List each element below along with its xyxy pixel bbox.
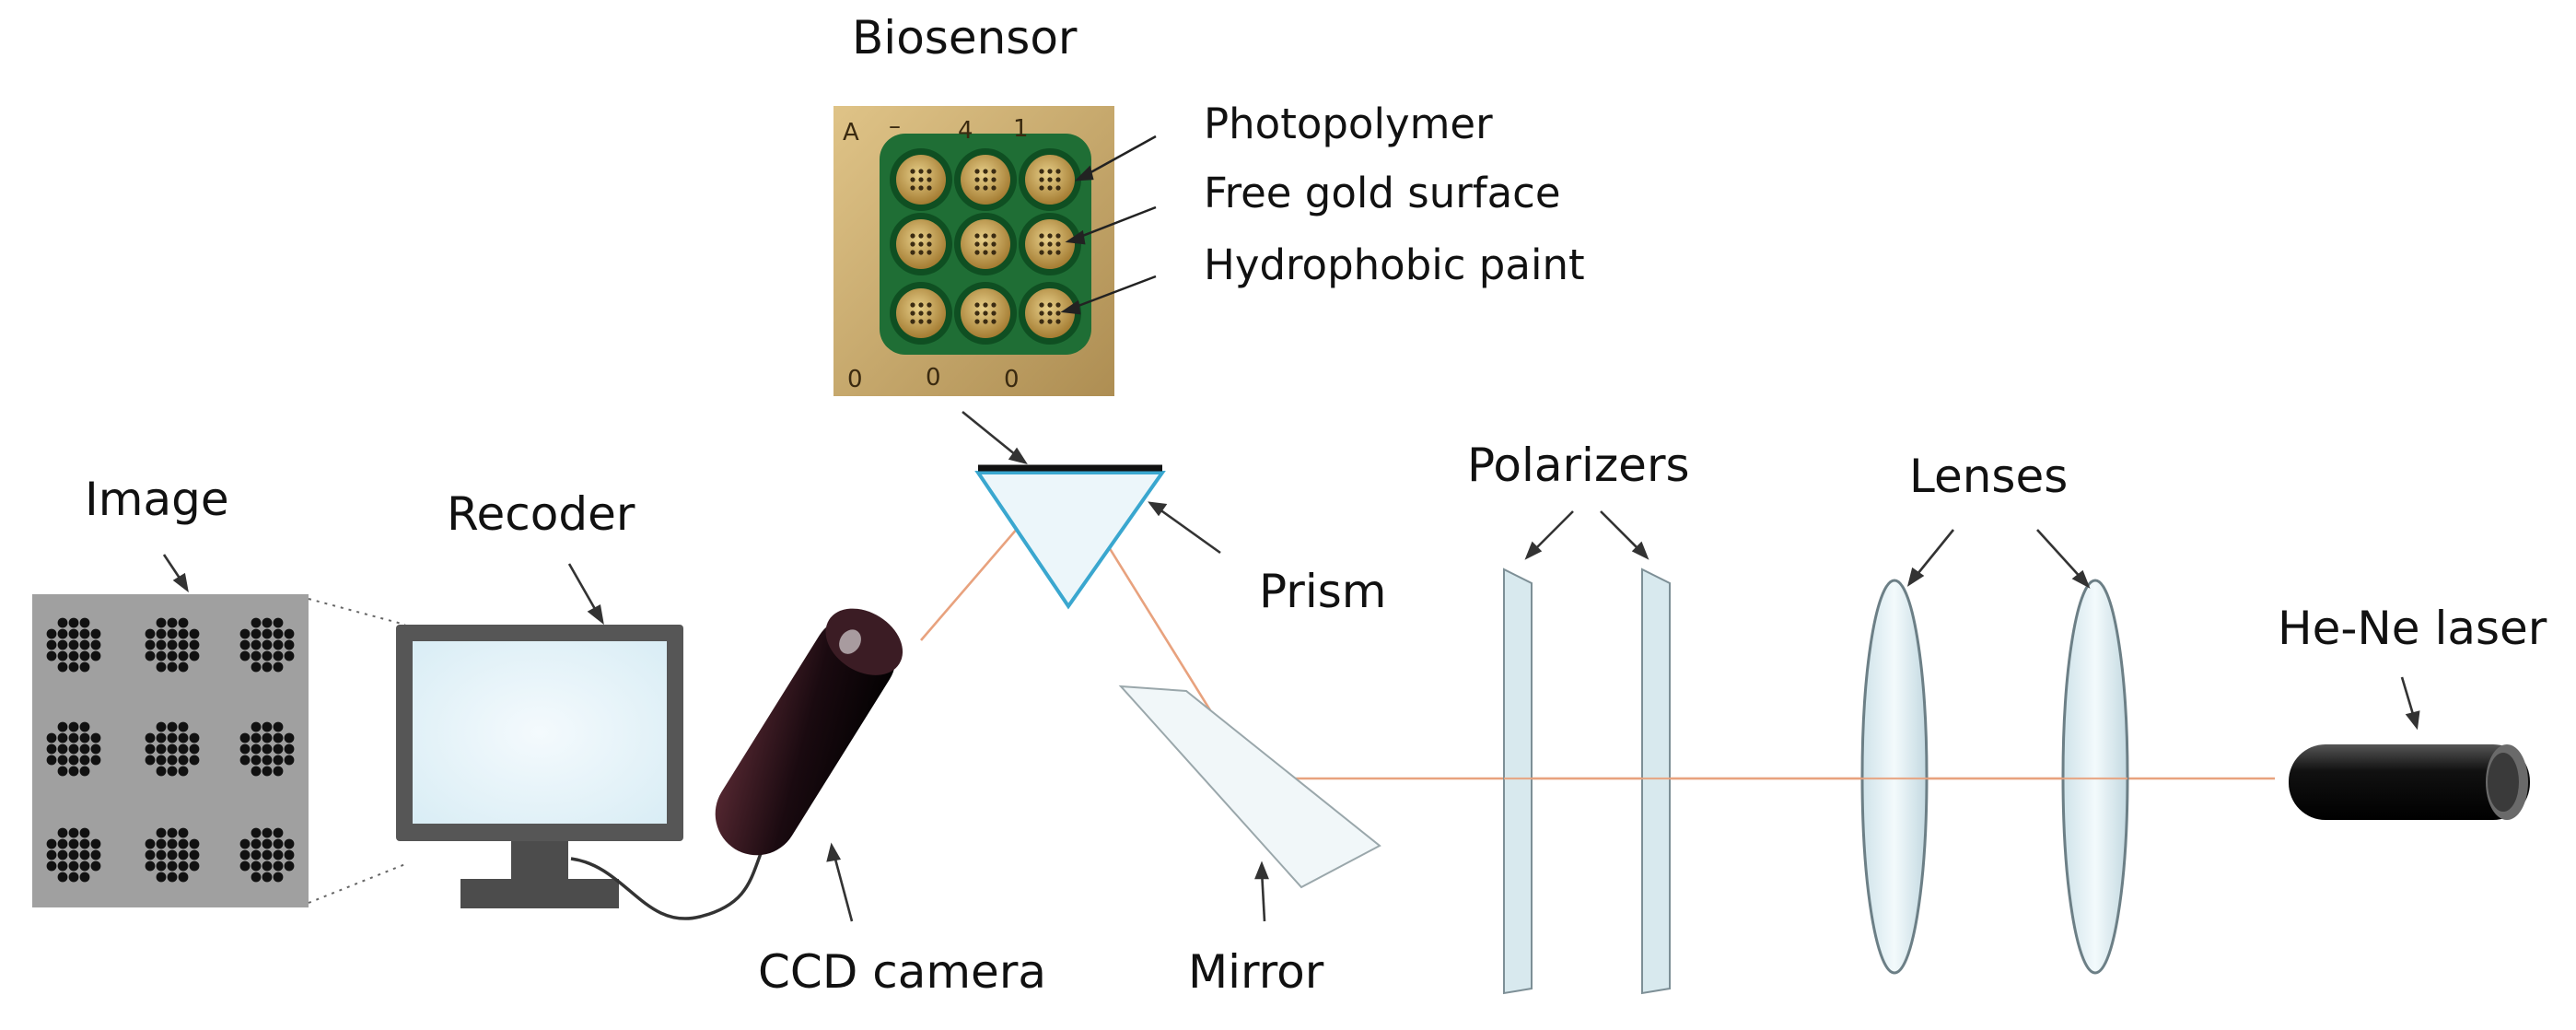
label-arrows [162,410,2420,922]
mirror-icon [1118,685,1381,889]
chip-well [890,282,952,345]
chip-wells [890,148,1081,345]
chip-mark: – [889,112,901,140]
spot-cluster [239,721,295,777]
spot-array [46,617,295,883]
lens-icon [1860,579,2129,975]
label-biosensor: Biosensor [852,11,1078,64]
spot-cluster [46,721,101,777]
label-polarizers: Polarizers [1467,439,1690,492]
laser-icon [2289,744,2530,820]
ccd-camera-icon [715,608,903,856]
prism-icon [974,464,1166,610]
chip-mark: 0 [1004,366,1020,393]
chip-well [954,213,1017,275]
chip-well [890,148,952,211]
chip-well [890,213,952,275]
chip-well [954,282,1017,345]
chip-mark: 4 [958,117,973,145]
chip-mark: A [843,119,859,146]
biosensor-chip-photo: A – 4 1 0 0 0 [833,106,1114,396]
label-recoder: Recoder [447,487,635,541]
chip-well [1019,148,1081,211]
label-mirror: Mirror [1188,945,1324,999]
label-hydrophobic-paint: Hydrophobic paint [1204,240,1585,289]
spot-cluster [145,721,200,777]
polarizer-icon [1503,568,1671,995]
label-free-gold-surface: Free gold surface [1204,169,1561,217]
label-image: Image [85,473,229,526]
label-prism: Prism [1259,565,1387,618]
chip-markings: A – 4 1 0 0 0 [843,112,1029,393]
chip-mark: 0 [847,366,863,393]
chip-well [1019,282,1081,345]
chip-well [1019,213,1081,275]
label-photopolymer: Photopolymer [1204,99,1493,148]
spot-cluster [239,617,295,673]
chip-well [954,148,1017,211]
label-ccd-camera: CCD camera [758,945,1047,999]
spot-cluster [46,827,101,883]
ccd-image-panel [32,594,309,907]
monitor-icon [396,625,771,920]
chip-mark: 1 [1013,115,1029,143]
label-he-ne-laser: He-Ne laser [2278,602,2547,655]
image-zoom-lines [308,598,406,904]
spot-cluster [145,617,200,673]
spot-cluster [46,617,101,673]
label-lenses: Lenses [1909,450,2069,503]
spot-cluster [239,827,295,883]
biosensor-callouts [1060,135,1157,315]
spot-cluster [145,827,200,883]
chip-mark: 0 [926,364,941,392]
